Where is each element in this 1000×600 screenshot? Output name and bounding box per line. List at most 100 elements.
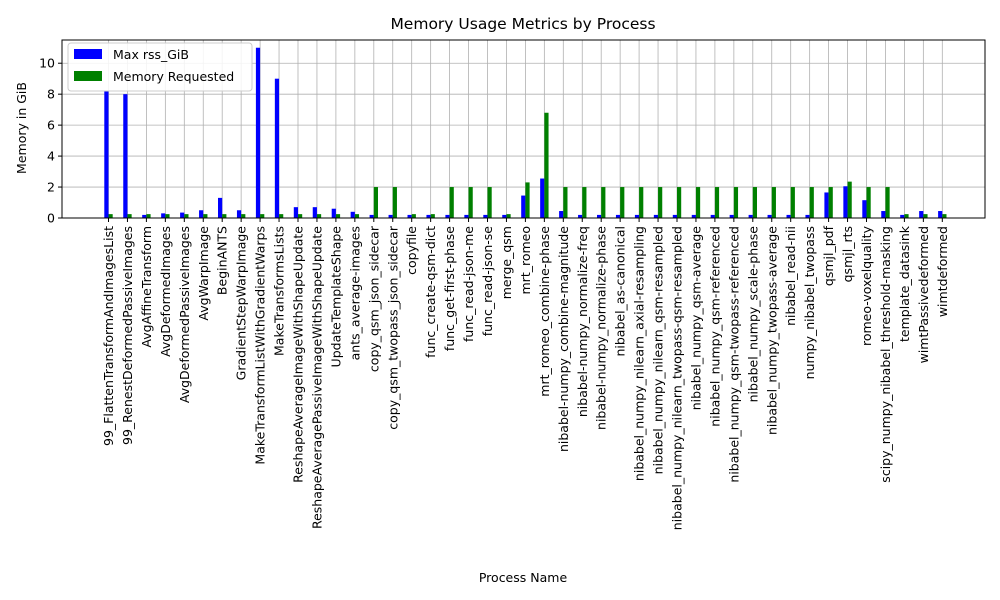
bar-max-rss-gib-avgdeformedimages	[161, 213, 166, 218]
bar-max-rss-gib-99-flattentransformandimageslist	[104, 91, 109, 218]
x-tick-label: mrt_romeo	[518, 226, 533, 295]
bar-memory-requested-copy-qsm-json-sidecar	[373, 187, 378, 218]
bar-max-rss-gib-nibabel-numpy-nilearn-axial-resampling	[634, 214, 640, 218]
x-tick-label: nibabel-numpy_combine-magnitude	[556, 226, 571, 452]
x-tick-label: nibabel_as-canonical	[613, 226, 628, 357]
bar-max-rss-gib-nibabel-numpy-nilearn-qsm-resampled	[653, 214, 659, 218]
bar-memory-requested-func-read-json-se	[487, 187, 492, 218]
legend-label-max-rss: Max rss_GiB	[113, 47, 189, 62]
x-tick-label: func_read-json-me	[461, 226, 476, 342]
bars	[104, 47, 947, 219]
bar-max-rss-gib-avgaffinetransform	[142, 214, 147, 218]
bar-max-rss-gib-func-read-json-me	[464, 214, 469, 218]
x-tick-label: UpdateTemplateShape	[328, 226, 343, 368]
bar-max-rss-gib-nibabel-numpy-qsm-referenced	[710, 214, 715, 218]
x-tick-label: nibabel_numpy_qsm-twopass-referenced	[726, 226, 741, 483]
legend-swatch-memory-requested	[74, 71, 102, 81]
bar-memory-requested-wimtpassivedeformed	[923, 214, 928, 218]
bar-memory-requested-99-renestdeformedpassiveimages	[127, 214, 132, 218]
bar-memory-requested-qsmjl-rts	[847, 181, 852, 218]
legend-swatch-max-rss	[74, 49, 102, 59]
bar-max-rss-gib-avgwarpimage	[199, 210, 204, 218]
bar-max-rss-gib-gradientstepwarpimage	[236, 210, 242, 218]
bar-memory-requested-qsmjl-pdf	[828, 187, 833, 218]
bar-max-rss-gib-wimtdeformed	[938, 211, 943, 218]
bar-memory-requested-nibabel-numpy-normalize-phase	[601, 187, 606, 218]
x-tick-label: nibabel_numpy_nilearn_qsm-resampled	[651, 226, 666, 474]
bar-memory-requested-nibabel-numpy-nilearn-qsm-resampled	[658, 187, 663, 218]
bar-memory-requested-nibabel-numpy-nilearn-axial-resampling	[639, 187, 644, 218]
bar-max-rss-gib-maketransformlistwithgradientwarps	[255, 47, 261, 218]
plot-frame	[61, 39, 986, 219]
x-tick-label: merge_qsm	[499, 226, 514, 299]
bar-max-rss-gib-func-create-qsm-dict	[426, 214, 431, 218]
bar-memory-requested-wimtdeformed	[942, 214, 947, 218]
x-tick-label: nibabel_numpy_qsm-average	[688, 226, 703, 411]
bar-max-rss-gib-reshapeaverageimagewithshapeupdate	[293, 207, 298, 218]
y-tick-label: 10	[39, 56, 55, 71]
bar-memory-requested-nibabel-numpy-twopass-average	[771, 187, 776, 218]
bar-memory-requested-99-flattentransformandimageslist	[108, 214, 113, 218]
bar-memory-requested-scipy-numpy-nibabel-threshold-masking	[885, 187, 890, 218]
bar-memory-requested-func-create-qsm-dict	[430, 214, 435, 218]
bar-max-rss-gib-func-get-first-phase	[445, 214, 450, 218]
x-tick-label: AvgWarpImage	[196, 226, 211, 321]
x-tick-label: nibabel_numpy_twopass-average	[764, 226, 779, 435]
bar-max-rss-gib-template-datasink	[900, 214, 905, 218]
bar-max-rss-gib-wimtpassivedeformed	[919, 211, 924, 218]
x-tick-label: MakeTransformListWithGradientWarps	[253, 226, 268, 465]
bar-memory-requested-func-read-json-me	[468, 187, 473, 218]
bar-memory-requested-avgdeformedimages	[165, 214, 170, 218]
bar-max-rss-gib-copy-qsm-twopass-json-sidecar	[388, 214, 393, 218]
bar-max-rss-gib-nibabel-numpy-combine-magnitude	[559, 211, 564, 218]
bar-max-rss-gib-ants-average-images	[350, 211, 355, 218]
bar-max-rss-gib-scipy-numpy-nibabel-threshold-masking	[881, 211, 886, 218]
x-tick-label: ReshapeAverageImageWithShapeUpdate	[291, 226, 306, 483]
bar-max-rss-gib-maketransformslists	[274, 78, 280, 219]
y-axis-label: Memory in GiB	[14, 82, 29, 174]
bar-memory-requested-nibabel-as-canonical	[620, 187, 625, 218]
x-tick-label: AvgDeformedPassiveImages	[177, 226, 192, 403]
x-tick-label: nibabel_numpy_qsm-referenced	[707, 226, 722, 427]
bar-memory-requested-nibabel-numpy-qsm-referenced	[714, 187, 720, 218]
x-tick-label: nibabel_numpy_nilearn_axial-resampling	[632, 226, 647, 481]
x-tick-label: BeginANTS	[215, 226, 230, 295]
bar-memory-requested-avgaffinetransform	[146, 214, 151, 218]
bar-memory-requested-reshapeaveragepassiveimagewithshapeupdate	[316, 214, 322, 218]
legend-label-memory-requested: Memory Requested	[113, 69, 234, 84]
x-tick-label: nibabel-numpy_normalize-freq	[575, 226, 590, 417]
bar-memory-requested-template-datasink	[904, 214, 909, 218]
x-tick-label: wimtPassivedeformed	[916, 226, 931, 363]
x-tick-label: func_read-json-se	[480, 226, 495, 337]
bar-memory-requested-copyfile	[411, 214, 416, 218]
bar-max-rss-gib-reshapeaveragepassiveimagewithshapeupdate	[312, 207, 317, 218]
bar-max-rss-gib-nibabel-numpy-qsm-twopass-referenced	[729, 214, 734, 218]
y-tick-label: 0	[47, 211, 55, 226]
y-tick-label: 6	[47, 118, 55, 133]
bar-memory-requested-updatetemplateshape	[335, 214, 341, 218]
bar-max-rss-gib-nibabel-numpy-twopass-average	[767, 214, 772, 218]
bar-max-rss-gib-qsmjl-rts	[843, 186, 848, 218]
x-tick-label: MakeTransformsLists	[272, 226, 287, 356]
x-tick-label: qsmjl_rts	[840, 226, 855, 282]
bar-max-rss-gib-nibabel-as-canonical	[615, 214, 621, 218]
axes	[61, 39, 986, 219]
bar-max-rss-gib-mrt-romeo	[521, 195, 526, 218]
x-tick-label: 99_FlattenTransformAndImagesList	[101, 226, 116, 446]
bar-memory-requested-nibabel-read-nii	[790, 187, 795, 218]
bar-max-rss-gib-qsmjl-pdf	[824, 192, 829, 218]
bar-max-rss-gib-nibabel-numpy-nilearn-twopass-qsm-resampled	[672, 214, 677, 218]
bar-max-rss-gib-nibabel-numpy-scale-phase	[748, 214, 753, 218]
bar-memory-requested-nibabel-numpy-qsm-average	[695, 187, 701, 218]
x-tick-label: copyfile	[404, 226, 419, 275]
bar-max-rss-gib-nibabel-read-nii	[786, 214, 791, 218]
x-tick-label: nibabel_numpy_scale-phase	[745, 226, 760, 403]
bar-max-rss-gib-nibabel-numpy-normalize-phase	[597, 214, 602, 218]
x-tick-label: ReshapeAveragePassiveImageWithShapeUpdat…	[309, 226, 324, 529]
bar-memory-requested-func-get-first-phase	[449, 187, 454, 218]
bar-memory-requested-nibabel-numpy-combine-magnitude	[563, 187, 568, 218]
bar-max-rss-gib-copy-qsm-json-sidecar	[369, 214, 374, 218]
bar-memory-requested-merge-qsm	[506, 214, 511, 218]
bar-memory-requested-maketransformslists	[279, 214, 284, 218]
